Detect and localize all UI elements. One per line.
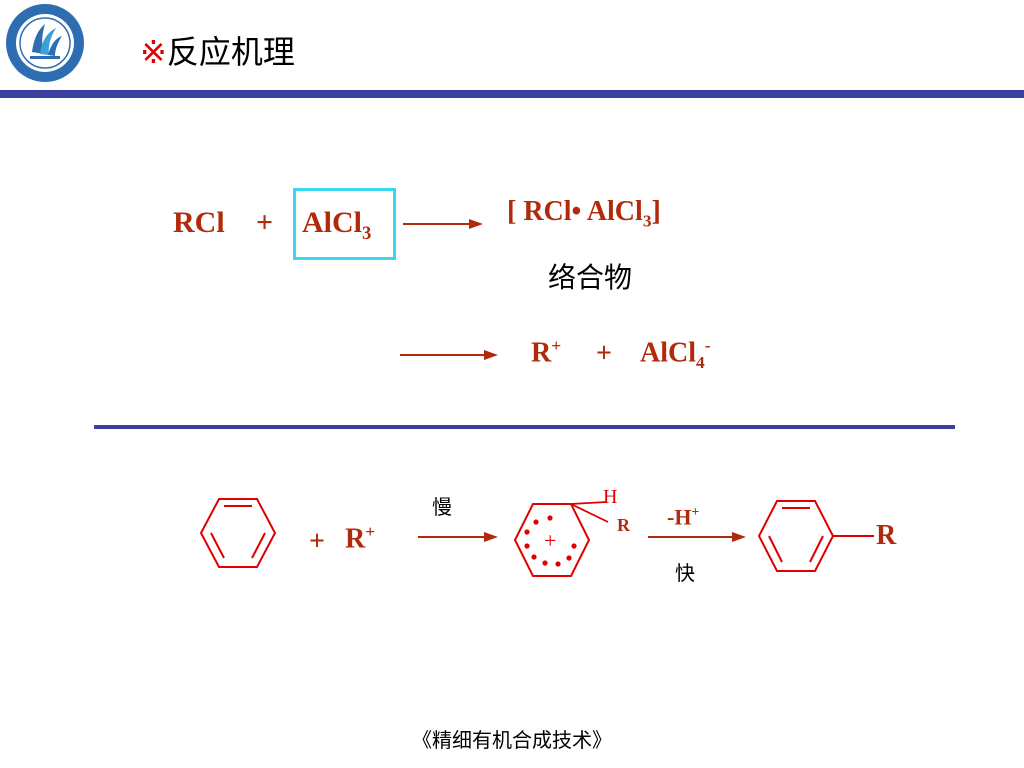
reference-mark: ※ (140, 33, 167, 71)
tetrachloroaluminate: AlCl4- (640, 336, 710, 373)
sigma-bonds (570, 501, 609, 523)
sigma-hydrogen: H (603, 486, 618, 508)
reactant-rcl: RCl (173, 206, 225, 239)
fast-label: 快 (675, 561, 695, 585)
sigma-r-group: R (617, 515, 630, 535)
page-title: ※反应机理 (140, 32, 295, 72)
alcl4-base: AlCl (640, 337, 696, 369)
carbocation-base: R (531, 337, 552, 369)
reaction2-plus: + (596, 338, 612, 369)
complex-close: ] (651, 196, 661, 227)
alkyl-substituent: R (876, 520, 897, 551)
alcl4-subscript: 4 (696, 352, 705, 372)
section-divider (94, 425, 955, 429)
electrophile-charge: + (365, 522, 376, 541)
course-footer: 《精细有机合成技术》 (412, 728, 612, 752)
eliminated-base: -H (667, 504, 692, 530)
title-text: 反应机理 (166, 33, 295, 71)
complex-formula: [ RCl• AlCl3] (507, 196, 661, 232)
reaction2-arrow (400, 350, 498, 360)
reaction1-plus: + (256, 206, 274, 239)
slow-label: 慢 (432, 495, 452, 519)
highlight-box (293, 188, 396, 260)
alkylbenzene-ring (757, 500, 874, 572)
carbocation-charge: + (551, 336, 562, 355)
eliminated-proton: -H+ (667, 504, 699, 530)
university-seal-icon (6, 4, 84, 82)
sigma-charge: + (544, 528, 557, 553)
alcl3-subscript: 3 (362, 223, 372, 244)
fast-step-arrow (648, 532, 746, 542)
slow-step-arrow (418, 532, 498, 542)
alcl4-charge: - (704, 336, 711, 355)
complex-subscript: 3 (642, 211, 652, 231)
reaction1-arrow (403, 219, 483, 229)
carbocation: R+ (531, 336, 561, 369)
reactant-alcl3: AlCl3 (302, 206, 371, 245)
complex-label: 络合物 (548, 261, 633, 294)
complex-open: [ RCl• AlCl (507, 196, 643, 227)
reaction3-plus: + (309, 526, 325, 557)
header-divider (0, 90, 1024, 98)
electrophile-base: R (345, 523, 366, 555)
benzene-ring (199, 498, 277, 568)
alcl3-base: AlCl (302, 206, 362, 239)
electrophile: R+ (345, 522, 375, 555)
eliminated-charge: + (691, 504, 700, 519)
